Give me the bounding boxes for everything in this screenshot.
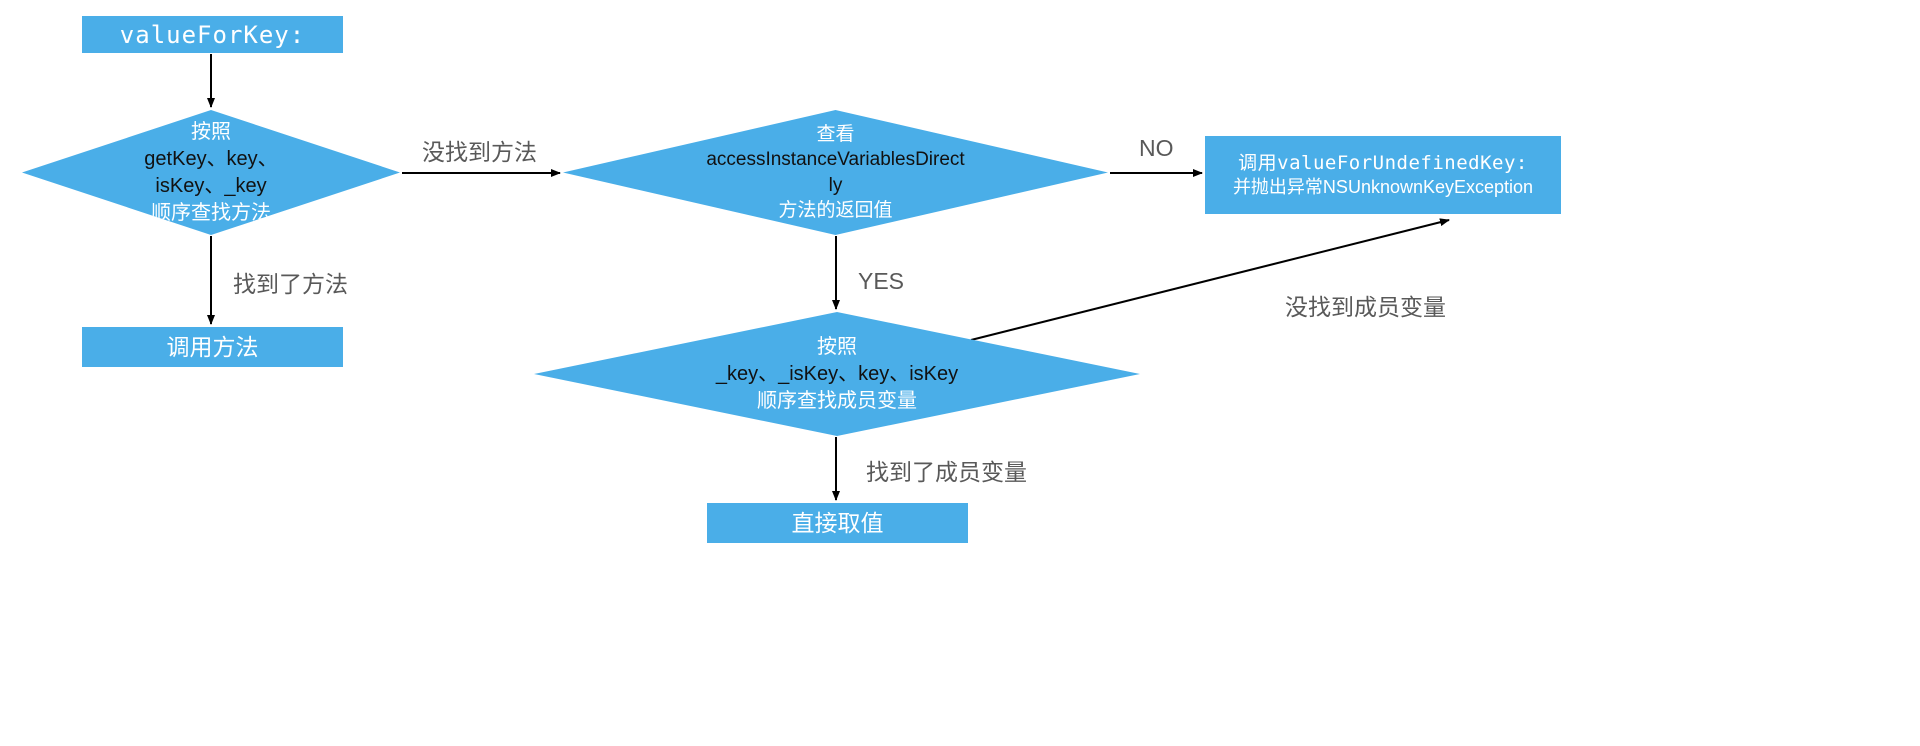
edge-label-found-ivar: 找到了成员变量 bbox=[866, 459, 1027, 485]
node-valueforundefinedkey-box[interactable]: 调用valueForUndefinedKey: 并抛出异常NSUnknownKe… bbox=[1205, 136, 1561, 214]
ivar-diamond-line-3: 顺序查找成员变量 bbox=[757, 389, 917, 412]
edge-label-no: NO bbox=[1139, 135, 1174, 161]
connector-ivar-to-undefinedkey bbox=[970, 218, 1450, 341]
node-valueforkey-label: valueForKey: bbox=[119, 20, 306, 49]
access-diamond-line-3: ly bbox=[828, 174, 843, 196]
method-diamond-line-3: isKey、_key bbox=[155, 174, 267, 197]
access-diamond-line-4: 方法的返回值 bbox=[778, 199, 893, 221]
undefinedkey-line-2: 并抛出异常NSUnknownKeyException bbox=[1232, 176, 1534, 197]
node-call-method-box[interactable]: 调用方法 bbox=[82, 327, 343, 367]
direct-value-label: 直接取值 bbox=[791, 509, 884, 536]
node-direct-value-box[interactable]: 直接取值 bbox=[707, 503, 968, 543]
access-diamond-line-1: 查看 bbox=[816, 124, 855, 146]
edge-label-found-method: 找到了方法 bbox=[233, 271, 348, 297]
method-diamond-line-4: 顺序查找方法 bbox=[151, 201, 271, 224]
access-diamond-line-2: accessInstanceVariablesDirect bbox=[706, 149, 965, 171]
edge-label-not-found-ivar: 没找到成员变量 bbox=[1285, 294, 1446, 320]
call-method-label: 调用方法 bbox=[166, 333, 259, 360]
edge-label-not-found-method: 没找到方法 bbox=[422, 139, 537, 165]
ivar-diamond-line-2: _key、_isKey、key、isKey bbox=[715, 362, 959, 385]
edge-label-yes: YES bbox=[858, 268, 905, 294]
undefinedkey-line-1: 调用valueForUndefinedKey: bbox=[1238, 151, 1528, 174]
method-diamond-line-2: getKey、key、 bbox=[144, 147, 278, 170]
node-valueforkey-box[interactable]: valueForKey: bbox=[82, 16, 343, 53]
method-diamond-line-1: 按照 bbox=[191, 120, 231, 143]
ivar-diamond-line-1: 按照 bbox=[817, 335, 857, 358]
